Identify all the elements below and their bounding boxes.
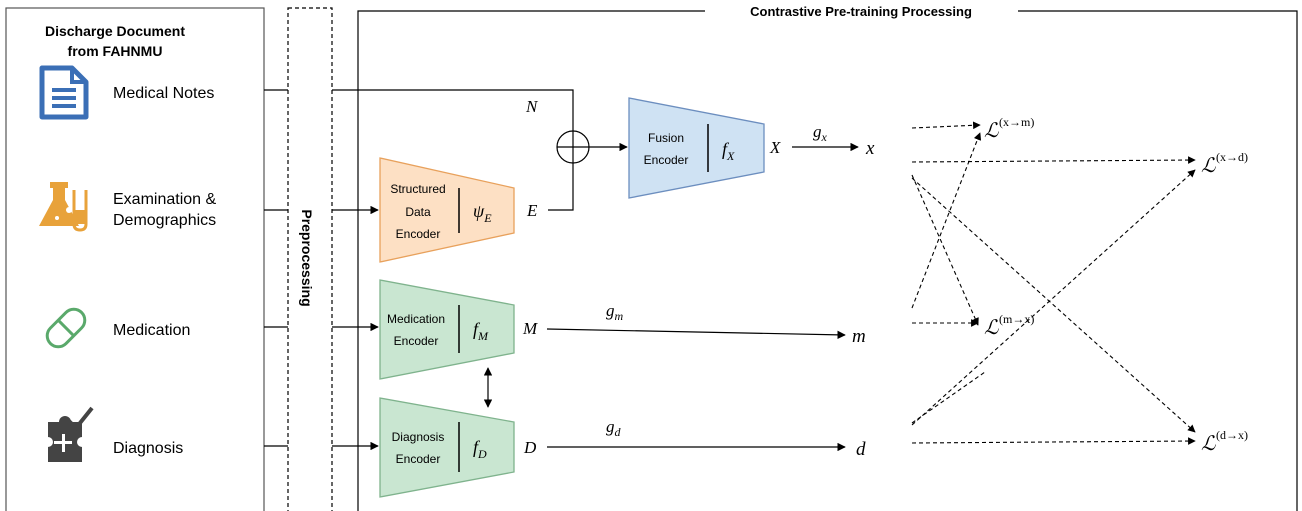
loss-x-to-d: ℒ (x→d) [1201, 150, 1248, 177]
diagnosis-output-D: D [523, 438, 537, 457]
structured-line3: Encoder [396, 227, 441, 241]
flask-icon [39, 182, 88, 232]
m-embedding: m [852, 326, 866, 347]
structured-line1: Structured [390, 182, 445, 196]
structured-output-E: E [526, 201, 538, 220]
medication-label: Medication [113, 322, 190, 339]
fusion-line2: Encoder [644, 153, 689, 167]
structured-line2: Data [405, 205, 431, 219]
loss-x-to-m: ℒ (x→m) [984, 115, 1034, 142]
svg-text:(d→x): (d→x) [1216, 428, 1248, 442]
contrastive-panel [357, 10, 1298, 511]
psi-fn: ψE [473, 201, 492, 225]
source-title-line2: from FAHNMU [68, 43, 163, 59]
source-title-line1: Discharge Document [45, 23, 185, 39]
svg-text:ℒ: ℒ [984, 120, 999, 142]
contrastive-arrows [911, 121, 1196, 445]
examination-label-line1: Examination & [113, 191, 216, 208]
medication-enc-line2: Encoder [394, 334, 439, 348]
fd-fn: fD [473, 437, 487, 461]
fusion-output-X: X [769, 138, 781, 157]
preprocessing-box [287, 7, 333, 511]
notes-symbol: N [525, 97, 539, 116]
svg-text:(m→x): (m→x) [999, 312, 1034, 326]
medical-notes-label: Medical Notes [113, 85, 214, 102]
x-embedding: x [865, 138, 875, 159]
loss-d-to-x: ℒ (d→x) [1201, 428, 1248, 455]
fusion-encoder: Fusion Encoder fX [628, 97, 765, 199]
loss-m-to-x: ℒ (m→x) [984, 312, 1034, 339]
fusion-sum-node [556, 130, 590, 164]
puzzle-check-icon [43, 406, 94, 462]
svg-text:ℒ: ℒ [984, 317, 999, 339]
d-embedding: d [856, 439, 866, 460]
svg-text:(x→m): (x→m) [999, 115, 1034, 129]
fx-fn: fX [722, 139, 735, 163]
fusion-line1: Fusion [648, 131, 684, 145]
svg-text:ℒ: ℒ [1201, 155, 1216, 177]
medication-encoder: Medication Encoder fM [379, 279, 515, 380]
diagnosis-enc-line1: Diagnosis [392, 430, 445, 444]
gd-label: gd [606, 417, 622, 439]
preprocessing-label: Preprocessing [299, 209, 315, 306]
svg-text:ℒ: ℒ [1201, 433, 1216, 455]
medication-enc-line1: Medication [387, 312, 445, 326]
diagnosis-enc-line2: Encoder [396, 452, 441, 466]
svg-text:(x→d): (x→d) [1216, 150, 1248, 164]
medication-output-M: M [522, 319, 538, 338]
gx-label: gx [813, 122, 828, 144]
structured-data-encoder: Structured Data Encoder ψE [379, 157, 515, 263]
fm-fn: fM [473, 319, 489, 343]
diagnosis-label: Diagnosis [113, 440, 183, 457]
gm-label: gm [606, 301, 624, 323]
notes-connector [332, 89, 574, 131]
diagnosis-encoder: Diagnosis Encoder fD [379, 397, 515, 498]
source-panel [5, 7, 265, 511]
document-icon [39, 65, 89, 120]
contrastive-title: Contrastive Pre-training Processing [750, 4, 972, 19]
pill-icon [45, 307, 87, 349]
examination-label-line2: Demographics [113, 212, 216, 229]
